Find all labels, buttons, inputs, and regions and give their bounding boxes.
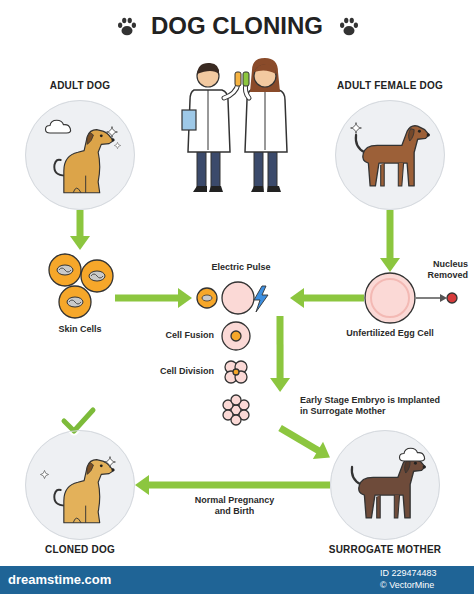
dog-circle-shape	[25, 430, 135, 540]
cloud-icon	[46, 120, 71, 133]
sparkle-icon	[105, 457, 116, 468]
node-heading: CLONED DOG	[25, 544, 135, 557]
circle-ground	[335, 100, 445, 210]
node-label: Skin Cells	[40, 324, 120, 335]
flow-arrow	[135, 475, 330, 495]
connector-line	[146, 482, 330, 489]
flow-arrow	[280, 428, 330, 459]
node-label: Unfertilized Egg Cell	[345, 328, 435, 339]
check-mark	[64, 410, 93, 431]
dog-circle: SURROGATE MOTHER	[330, 430, 440, 540]
connector-line	[115, 295, 181, 302]
connector-line	[277, 316, 284, 381]
egg-cell-shape	[364, 272, 416, 324]
watermark-bar	[0, 566, 474, 594]
electric-pulse-shape	[192, 280, 290, 316]
arrow-head	[440, 294, 447, 302]
fused-cell-shape	[220, 321, 252, 351]
embryo: Early Stage Embryo is Implanted in Surro…	[215, 392, 445, 428]
adult-dog-figure	[54, 130, 114, 193]
arrow-head	[270, 378, 290, 392]
female-dog-figure	[356, 126, 430, 186]
dog-circle-shape	[330, 430, 440, 540]
node-heading: ADULT DOG	[25, 80, 135, 93]
author-credit: © VectorMine	[380, 580, 434, 590]
arrow-head	[290, 288, 304, 308]
arrow-head	[135, 475, 149, 495]
watermark-text: dreamstime.com	[8, 572, 111, 587]
sparkle-icon	[114, 142, 120, 148]
node-label: Cell Fusion	[134, 330, 214, 341]
dog-circle: ADULT FEMALE DOG	[335, 100, 445, 210]
dividing-cell: Cell Division	[220, 358, 252, 386]
flow-arrow	[115, 288, 192, 308]
node-label: Electric Pulse	[192, 262, 290, 273]
surrogate-dog-figure	[352, 458, 426, 518]
nucleus-dot-shape	[447, 293, 457, 303]
check-mark	[64, 410, 93, 431]
fused-cell: Cell Fusion	[220, 321, 252, 351]
node-label: Early Stage Embryo is Implanted in Surro…	[300, 395, 442, 418]
circle-ground	[25, 430, 135, 540]
flow-arrow	[380, 210, 400, 272]
edge-label: Normal Pregnancy and Birth	[185, 494, 285, 519]
electric-pulse: Electric Pulse	[192, 280, 290, 316]
cloud-icon	[400, 448, 425, 461]
scientists-figure	[182, 58, 287, 192]
connector-line	[301, 295, 364, 302]
arrow-head	[313, 442, 330, 459]
skin-cells: Skin Cells	[45, 250, 115, 320]
connector-line	[387, 210, 394, 261]
paw-icon	[340, 18, 358, 35]
flow-arrow	[270, 316, 290, 392]
paw-icon	[118, 18, 136, 35]
node-label: Nucleus Removed	[415, 259, 468, 282]
flow-arrow	[70, 210, 90, 250]
node-label: Cell Division	[134, 366, 214, 377]
diagram-title: DOG CLONING	[0, 12, 474, 40]
thin-arrow	[416, 294, 447, 302]
connector-line	[77, 210, 84, 239]
arrow-head	[70, 236, 90, 250]
connector-line	[280, 428, 320, 452]
cloned-dog-figure	[54, 460, 114, 523]
image-id: ID 229474483	[380, 568, 437, 578]
dividing-cell-shape	[220, 358, 252, 386]
circle-ground	[330, 430, 440, 540]
connector-line	[416, 297, 441, 299]
nucleus-dot: Nucleus Removed	[447, 293, 457, 303]
dog-circle-shape	[25, 100, 135, 210]
sparkle-icon	[40, 470, 48, 478]
skin-cells-shape	[45, 250, 115, 320]
dog-circle: CLONED DOG	[25, 430, 135, 540]
arrow-head	[178, 288, 192, 308]
egg-cell: Unfertilized Egg Cell	[364, 272, 416, 324]
circle-ground	[25, 100, 135, 210]
node-heading: ADULT FEMALE DOG	[320, 80, 460, 93]
sparkle-icon	[107, 127, 118, 138]
dog-circle-shape	[335, 100, 445, 210]
sparkle-icon	[351, 123, 362, 134]
dog-circle: ADULT DOG	[25, 100, 135, 210]
flow-arrow	[290, 288, 364, 308]
node-heading: SURROGATE MOTHER	[320, 544, 450, 557]
arrow-head	[380, 258, 400, 272]
